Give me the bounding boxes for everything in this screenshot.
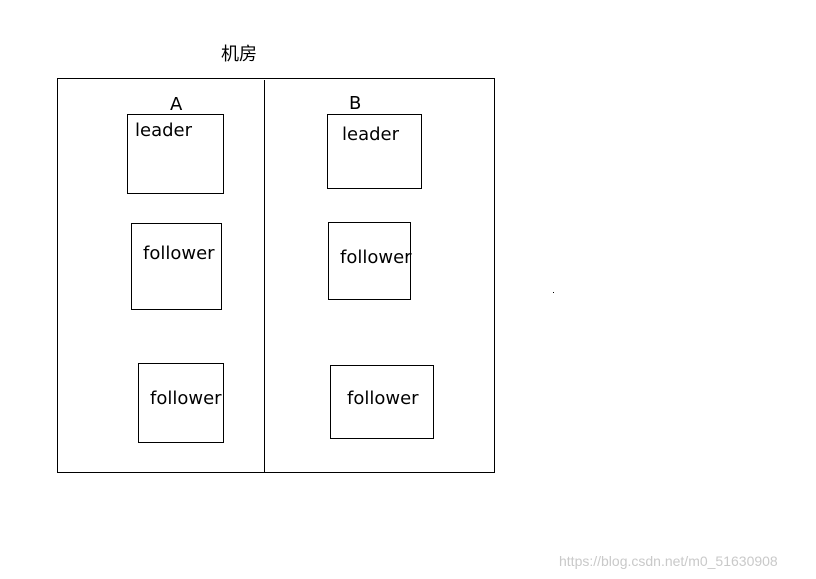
room-a-label: A	[170, 94, 183, 115]
room-a-follower-label-1: follower	[143, 243, 215, 264]
room-b-follower-label-1: follower	[340, 247, 412, 268]
stray-dot	[553, 292, 554, 293]
room-divider	[264, 80, 265, 473]
room-b-follower-node-2	[330, 365, 434, 439]
room-b-leader-label: leader	[342, 124, 400, 145]
datacenter-frame	[57, 78, 495, 473]
room-a-follower-label-2: follower	[150, 388, 222, 409]
room-b-leader-node	[327, 114, 422, 189]
room-a-follower-node-1	[131, 223, 222, 310]
watermark-text: https://blog.csdn.net/m0_51630908	[559, 553, 778, 569]
diagram-title: 机房	[221, 44, 257, 65]
room-b-label: B	[349, 93, 362, 114]
room-a-follower-node-2	[138, 363, 224, 443]
room-a-leader-node	[127, 114, 224, 194]
room-b-follower-node-1	[328, 222, 411, 300]
room-a-leader-label: leader	[135, 120, 193, 141]
room-b-follower-label-2: follower	[347, 388, 419, 409]
